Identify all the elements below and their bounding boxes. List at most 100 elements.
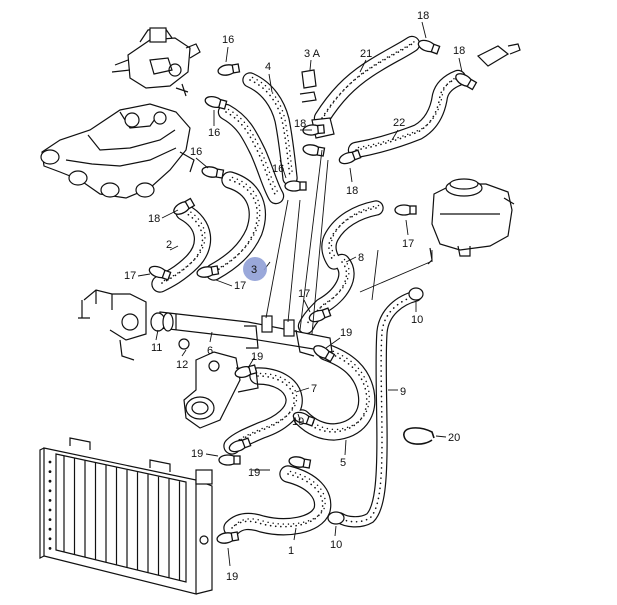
- expansion-tank: [427, 178, 515, 265]
- leader-line: [293, 527, 297, 541]
- hose-clamp: [394, 204, 417, 216]
- hose-7-fill: [224, 368, 302, 454]
- leader-line: [295, 387, 310, 393]
- leader-line: [195, 157, 209, 169]
- hose-9-fill: [335, 291, 421, 527]
- leader-line: [309, 59, 312, 71]
- hose-21-texture-2: [323, 40, 416, 117]
- hose-clamp: [455, 73, 478, 91]
- callout-16: 16: [222, 34, 234, 46]
- callout-2: 2: [166, 239, 172, 251]
- radiator-rivet: [48, 489, 52, 493]
- callout-19: 19: [292, 416, 304, 428]
- leader-line: [225, 46, 229, 63]
- hose-22-texture: [355, 77, 459, 151]
- callout-17: 17: [234, 280, 246, 292]
- leader-line: [181, 349, 187, 357]
- callout-3a: 3 A: [304, 48, 321, 60]
- radiator-rivet: [48, 508, 52, 512]
- leader-line: [405, 219, 409, 236]
- callout-16: 16: [272, 163, 284, 175]
- radiator-rivet: [48, 499, 52, 502]
- hose-clamp: [288, 456, 312, 469]
- hose-clamp: [218, 454, 241, 466]
- leader-line: [227, 547, 231, 567]
- callout-12: 12: [176, 359, 188, 371]
- radiator: [39, 437, 213, 595]
- callout-3: 3: [251, 264, 257, 276]
- hose-clamp: [148, 265, 172, 281]
- leader-line: [205, 453, 219, 457]
- radiator-rivet: [48, 537, 52, 541]
- callout-17: 17: [124, 270, 136, 282]
- leader-line: [345, 256, 357, 263]
- callout-11: 11: [151, 342, 162, 354]
- hose-4-upper-fill: [243, 73, 297, 185]
- leader-line: [169, 245, 179, 251]
- callout-16: 16: [190, 146, 202, 158]
- leader-line: [421, 21, 427, 39]
- callout-19: 19: [248, 467, 260, 479]
- guide-line: [311, 159, 329, 335]
- hose-clamp: [284, 180, 307, 192]
- hose-clamp: [216, 531, 240, 544]
- hose-clamps: [148, 39, 478, 544]
- callout-6: 6: [207, 345, 213, 357]
- callout-10: 10: [330, 539, 342, 551]
- callout-18: 18: [453, 45, 465, 57]
- hose-clamp: [417, 39, 441, 55]
- hose-clamp: [217, 63, 241, 76]
- leader-line: [215, 279, 233, 287]
- hoses: [151, 35, 467, 537]
- hose-1-fill: [224, 466, 331, 536]
- callout-8: 8: [358, 252, 364, 264]
- leader-line: [325, 337, 341, 349]
- callout-18: 18: [294, 118, 306, 130]
- callout-5: 5: [340, 457, 346, 469]
- hose-3-texture: [213, 179, 258, 273]
- hose-clamp: [292, 411, 316, 427]
- carburetor: [111, 27, 201, 97]
- callout-18: 18: [346, 185, 358, 197]
- callout-9: 9: [400, 386, 406, 398]
- leader-line: [155, 329, 159, 341]
- hose-clamp: [228, 437, 252, 453]
- leader-line: [435, 435, 447, 438]
- leader-line: [303, 299, 311, 313]
- callout-highlight-marker: [243, 257, 267, 281]
- callout-19: 19: [340, 327, 352, 339]
- guide-line: [287, 199, 301, 323]
- callout-19: 19: [226, 571, 238, 583]
- hose-8-upper-fill: [322, 201, 383, 269]
- callout-10: 10: [411, 314, 423, 326]
- engine-block-bracket: [78, 289, 190, 361]
- leader-lines: [137, 21, 463, 567]
- hose-clamp: [196, 265, 220, 278]
- hose-7-texture-2: [233, 372, 298, 445]
- leader-line: [137, 273, 151, 277]
- hose-clamp: [204, 95, 228, 110]
- callout-17: 17: [402, 238, 414, 250]
- radiator-rivet: [48, 547, 52, 550]
- hose-7-texture: [231, 375, 295, 447]
- hose-1-texture-2: [233, 470, 326, 527]
- hose-1-texture: [231, 473, 324, 529]
- leader-line: [349, 167, 353, 183]
- leader-line: [391, 129, 399, 141]
- leader-line: [458, 57, 463, 73]
- callout-4: 4: [265, 61, 271, 73]
- thermostat-housing: [183, 351, 259, 429]
- hose-clamp: [313, 345, 336, 363]
- callout-19: 19: [191, 448, 203, 460]
- leader-line: [334, 525, 337, 537]
- guide-line: [359, 261, 431, 293]
- hose-21-texture: [321, 43, 413, 119]
- radiator-rivet: [48, 470, 52, 473]
- callout-18: 18: [148, 213, 160, 225]
- guide-line: [299, 149, 323, 331]
- radiator-rivet: [48, 460, 52, 464]
- callout-labels: 18 16 3 A 21 18 4 16 18 22 16 16 18 18 2…: [124, 10, 465, 583]
- guide-line: [265, 199, 289, 319]
- leader-line: [161, 209, 179, 219]
- leader-line: [268, 73, 273, 93]
